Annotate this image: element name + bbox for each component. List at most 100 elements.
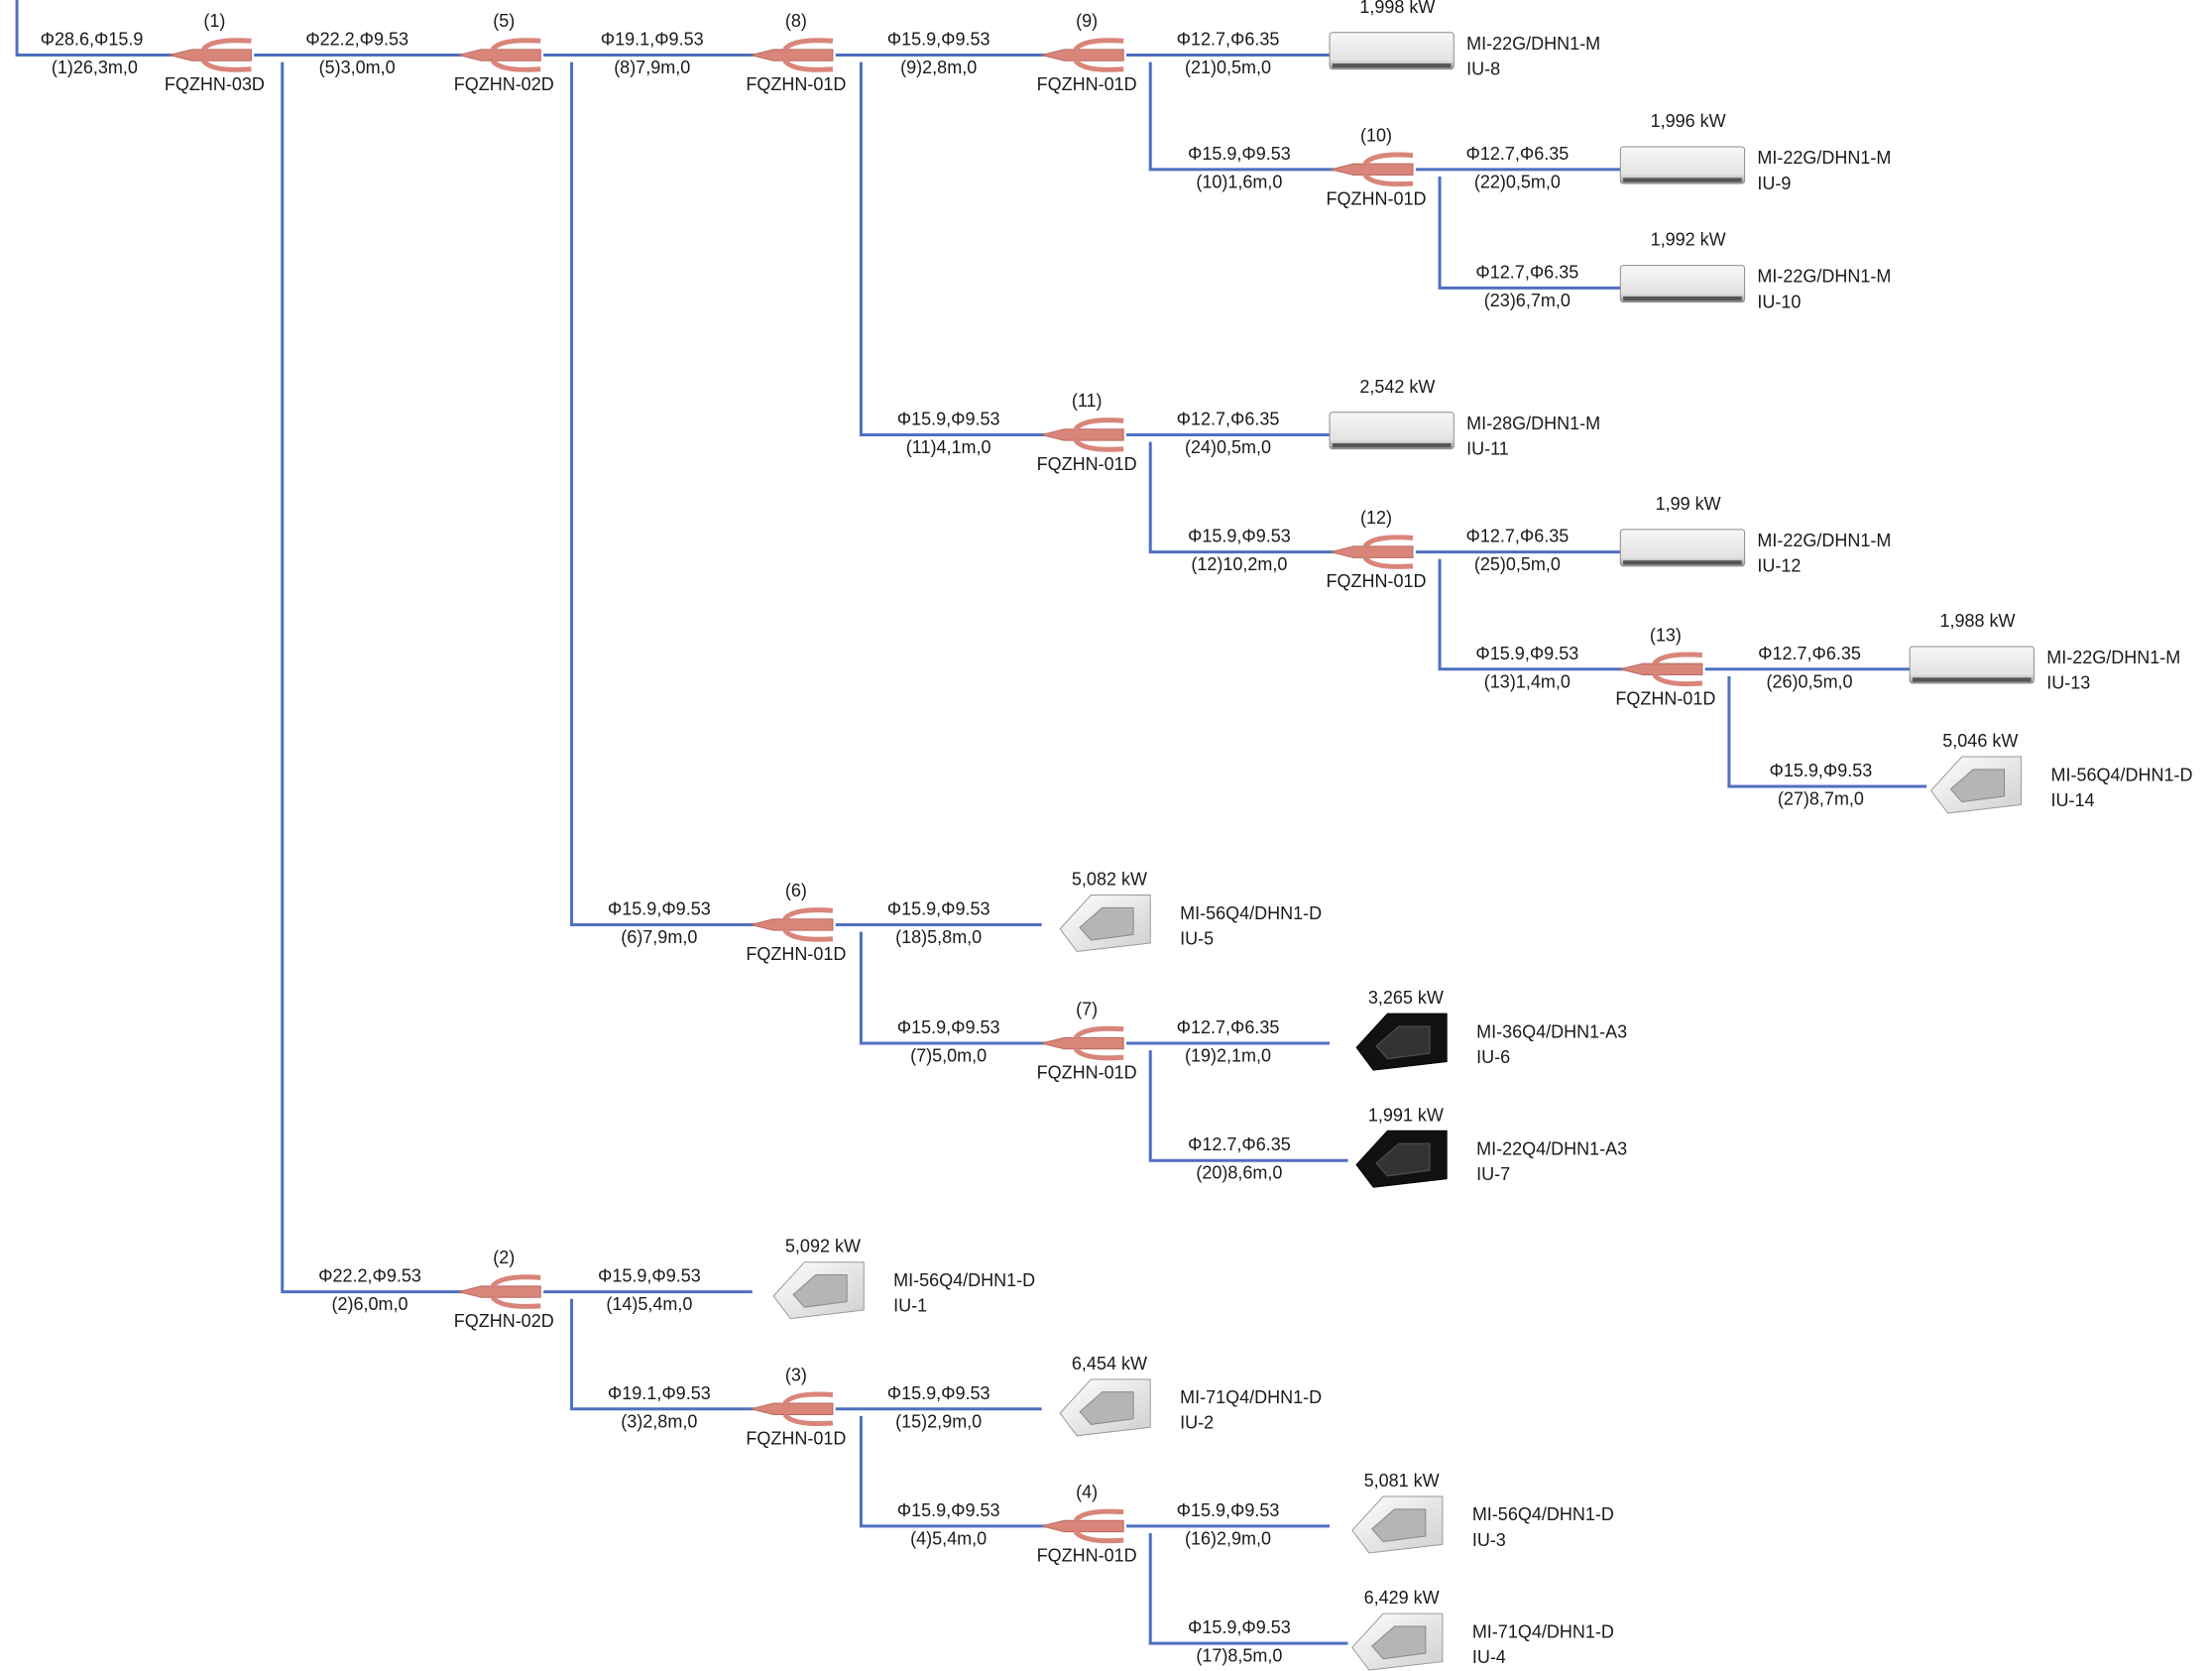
refnet-joint xyxy=(1041,1025,1124,1061)
unit-capacity: 1,991 kW xyxy=(1368,1105,1444,1125)
unit-model: MI-56Q4/DHN1-D xyxy=(2050,765,2192,784)
joint-number: (7) xyxy=(1076,1000,1098,1019)
indoor-unit-iu-9 xyxy=(1619,146,1746,184)
joint-number: (6) xyxy=(785,881,807,900)
unit-model: MI-22G/DHN1-M xyxy=(1757,148,1891,168)
joint-body xyxy=(1331,163,1414,177)
joint-number: (10) xyxy=(1360,125,1392,145)
joint-upper-branch xyxy=(782,1391,834,1405)
indoor-unit-iu-1 xyxy=(772,1261,865,1320)
cassette-grille xyxy=(1371,1508,1427,1543)
joint-model: FQZHN-01D xyxy=(746,1428,846,1448)
pipe-segment: (4)5,4m,0 xyxy=(910,1528,987,1548)
joint-body xyxy=(751,49,834,61)
indoor-unit-iu-11 xyxy=(1329,412,1455,450)
joint-upper-branch xyxy=(1652,652,1703,665)
wall-unit-icon xyxy=(1909,646,2035,684)
joint-upper-branch xyxy=(490,38,541,52)
joint-model: FQZHN-02D xyxy=(454,1311,554,1331)
pipe-spec: Φ12.7,Φ6.35 xyxy=(1177,410,1280,429)
pipe-13 xyxy=(1438,558,1649,671)
pipe-segment: (26)0,5m,0 xyxy=(1767,671,1853,691)
pipe-spec: Φ22.2,Φ9.53 xyxy=(318,1266,421,1286)
unit-tag: IU-10 xyxy=(1757,292,1801,311)
unit-model: MI-71Q4/DHN1-D xyxy=(1180,1387,1322,1407)
joint-lower-branch xyxy=(1073,438,1124,452)
wall-unit-vent xyxy=(1332,443,1452,448)
refnet-joint xyxy=(1620,652,1703,687)
wall-unit-icon xyxy=(1619,529,1746,567)
joint-model: FQZHN-01D xyxy=(1037,1063,1137,1083)
unit-tag: IU-13 xyxy=(2046,673,2090,693)
pipe-spec: Φ19.1,Φ9.53 xyxy=(601,30,704,50)
refnet-joint xyxy=(1041,418,1124,452)
pipe-segment: (9)2,8m,0 xyxy=(900,58,977,77)
pipe-segment: (19)2,1m,0 xyxy=(1185,1046,1271,1066)
unit-capacity: 5,082 kW xyxy=(1072,870,1147,890)
unit-tag: IU-8 xyxy=(1466,59,1500,78)
cassette-grille xyxy=(1375,1142,1431,1177)
pipe-spec: Φ19.1,Φ9.53 xyxy=(608,1383,711,1403)
pipe-segment: (10)1,6m,0 xyxy=(1196,172,1282,191)
joint-body xyxy=(1041,49,1124,61)
joint-number: (1) xyxy=(203,11,225,31)
pipe-spec: Φ15.9,Φ9.53 xyxy=(1188,144,1291,164)
unit-capacity: 3,265 kW xyxy=(1368,988,1444,1008)
unit-capacity: 1,992 kW xyxy=(1651,230,1726,250)
unit-capacity: 1,998 kW xyxy=(1359,0,1435,17)
joint-upper-branch xyxy=(782,907,834,921)
wall-unit-vent xyxy=(1623,560,1742,565)
cassette-grille xyxy=(792,1274,848,1308)
unit-tag: IU-6 xyxy=(1476,1047,1510,1067)
main-pipe-spec: Φ28.6,Φ15.9 xyxy=(41,30,144,50)
unit-tag: IU-11 xyxy=(1466,438,1509,458)
joint-number: (8) xyxy=(785,11,807,31)
joint-lower-branch xyxy=(782,928,834,942)
joint-lower-branch xyxy=(1073,59,1124,72)
unit-model: MI-22G/DHN1-M xyxy=(2046,648,2180,667)
joint-lower-branch xyxy=(782,59,834,72)
pipe-spec: Φ15.9,Φ9.53 xyxy=(897,1017,1000,1037)
unit-capacity: 6,429 kW xyxy=(1364,1588,1440,1608)
unit-model: MI-22G/DHN1-M xyxy=(1757,267,1891,287)
pipe-spec: Φ15.9,Φ9.53 xyxy=(1177,1500,1280,1520)
unit-model: MI-28G/DHN1-M xyxy=(1466,414,1600,433)
unit-capacity: 1,99 kW xyxy=(1656,494,1721,514)
joint-body xyxy=(1041,1519,1124,1533)
pipe-6 xyxy=(570,61,779,926)
joint-body xyxy=(458,1285,541,1298)
joint-lower-branch xyxy=(782,1412,834,1427)
pipe-segment: (12)10,2m,0 xyxy=(1191,554,1287,574)
indoor-unit-iu-8 xyxy=(1329,32,1455,70)
joint-lower-branch xyxy=(1362,173,1414,187)
refnet-joint xyxy=(458,1274,541,1309)
pipe-segment: (13)1,4m,0 xyxy=(1484,671,1571,691)
joint-lower-branch xyxy=(490,59,541,72)
joint-number: (3) xyxy=(785,1365,807,1384)
joint-number: (5) xyxy=(493,11,515,31)
main-pipe xyxy=(15,0,198,58)
joint-lower-branch xyxy=(1362,555,1414,569)
joint-lower-branch xyxy=(1073,1529,1124,1544)
joint-number: (13) xyxy=(1650,625,1682,645)
unit-tag: IU-14 xyxy=(2050,790,2094,810)
joint-lower-branch xyxy=(1073,1046,1124,1061)
pipe-spec: Φ12.7,Φ6.35 xyxy=(1475,262,1578,282)
joint-upper-branch xyxy=(1073,38,1124,52)
unit-capacity: 5,081 kW xyxy=(1364,1471,1440,1491)
labels: (1)FQZHN-03D(5)FQZHN-02D(8)FQZHN-01D(9)F… xyxy=(41,0,2193,1667)
joint-model: FQZHN-03D xyxy=(165,74,265,94)
refnet-joint xyxy=(751,38,834,72)
refnet-joint xyxy=(458,38,541,72)
unit-model: MI-22G/DHN1-M xyxy=(1757,531,1891,550)
unit-model: MI-71Q4/DHN1-D xyxy=(1472,1621,1614,1641)
joint-body xyxy=(751,1402,834,1415)
indoor-unit-iu-3 xyxy=(1351,1495,1444,1554)
pipe-11 xyxy=(859,61,1071,436)
refnet-joint xyxy=(751,907,834,942)
pipe-spec: Φ12.7,Φ6.35 xyxy=(1188,1134,1291,1154)
pipe-segment: (21)0,5m,0 xyxy=(1185,58,1271,77)
unit-capacity: 1,988 kW xyxy=(1939,611,2015,631)
pipe-segment: (27)8,7m,0 xyxy=(1778,788,1864,808)
pipe-spec: Φ15.9,Φ9.53 xyxy=(887,1383,990,1403)
